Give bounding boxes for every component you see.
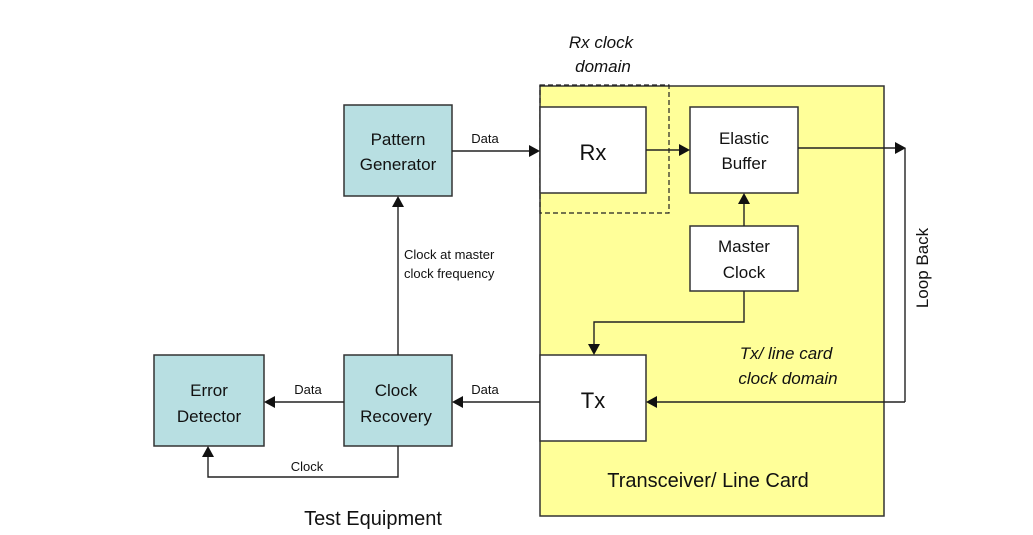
master-clock-label-1: Master [718,237,770,256]
tx-domain-label-1: Tx/ line card [740,344,833,363]
rx-label: Rx [580,140,607,165]
data-label-tx-cr: Data [471,382,499,397]
pattern-generator-label-1: Pattern [371,130,426,149]
arrowhead-icon [646,396,657,408]
arrowhead-icon [392,196,404,207]
arrowhead-icon [679,144,690,156]
arrowhead-icon [588,344,600,355]
error-detector-label-2: Detector [177,407,242,426]
rx-domain-label-2: domain [575,57,631,76]
tx-label: Tx [581,388,605,413]
pattern-generator-block [343,104,453,197]
clock-recovery-block [343,354,453,447]
test-equipment-label: Test Equipment [304,508,442,530]
clock-line-mc-tx [593,291,745,344]
arrowhead-icon [895,142,906,154]
tx-domain-label-2: clock domain [738,369,837,388]
transceiver-label: Transceiver/ Line Card [607,470,809,492]
arrowhead-icon [529,145,540,157]
arrowhead-icon [202,446,214,457]
clock-recovery-label-1: Clock [375,381,418,400]
clock-master-label-2: clock frequency [404,266,495,281]
master-clock-label-2: Clock [723,263,766,282]
elastic-buffer-block [689,106,799,194]
elastic-buffer-label-2: Buffer [721,154,766,173]
arrowhead-icon [452,396,463,408]
data-label-cr-ed: Data [294,382,322,397]
rx-block [539,106,647,194]
arrowhead-icon [738,193,750,204]
clock-line-cr-ed [207,446,399,478]
elastic-buffer-label-1: Elastic [719,129,770,148]
clock-recovery-label-2: Recovery [360,407,432,426]
error-detector-label-1: Error [190,381,228,400]
clock-master-label-1: Clock at master [404,247,495,262]
arrowhead-icon [264,396,275,408]
error-detector-block [153,354,265,447]
clock-label-cr-ed: Clock [291,459,324,474]
rx-domain-label-1: Rx clock [569,33,635,52]
loop-back-label: Loop Back [913,227,932,308]
pattern-generator-label-2: Generator [360,155,437,174]
tx-block [539,354,647,442]
data-label-pg-rx: Data [471,131,499,146]
